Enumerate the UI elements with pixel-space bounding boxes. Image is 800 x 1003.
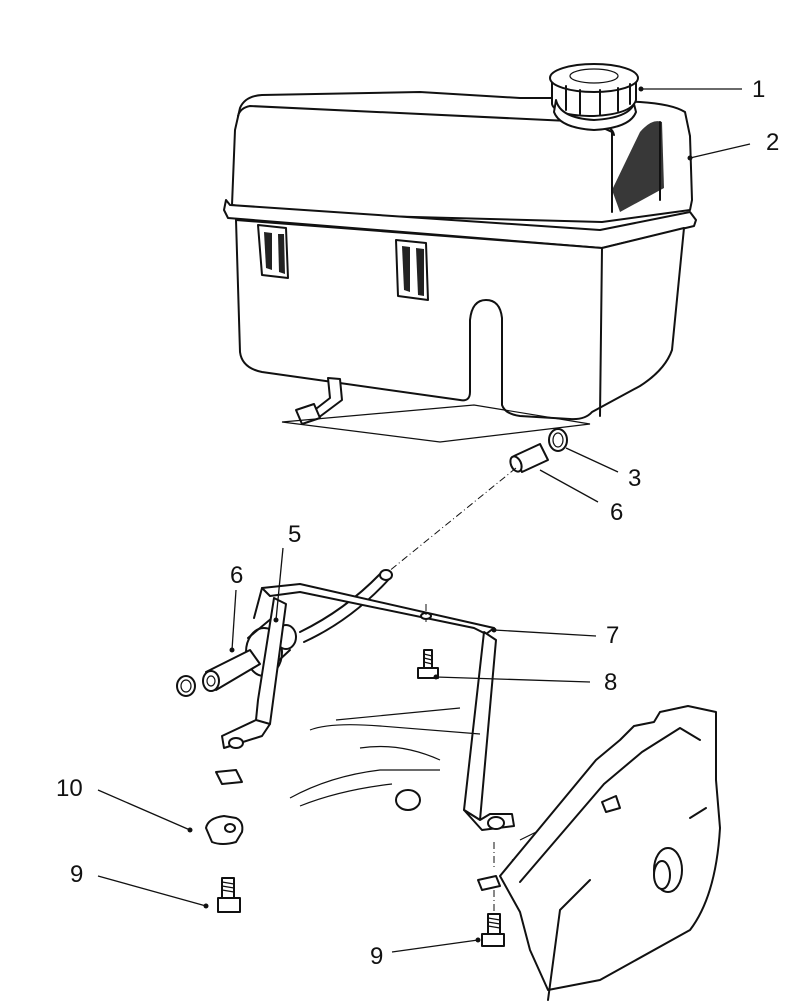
callout-6-upper: 6	[610, 499, 623, 526]
strap-slot-left	[257, 224, 289, 279]
hose-clamp-upper	[548, 428, 568, 452]
callout-10: 10	[56, 775, 83, 802]
callout-6-lower: 6	[230, 562, 243, 589]
tank-bracket	[221, 583, 515, 831]
callout-3: 3	[628, 465, 641, 492]
leader-lines	[97, 86, 751, 953]
bolt-9-left	[217, 877, 241, 913]
fuel-tank	[223, 91, 697, 443]
bolt-9-right	[477, 842, 505, 947]
mower-chassis	[289, 705, 721, 1001]
hose-upper	[509, 443, 549, 473]
callout-9-right: 9	[370, 943, 383, 970]
callout-1: 1	[752, 76, 765, 103]
fuel-cap	[549, 63, 639, 131]
fuel-line	[299, 569, 393, 643]
bolt-8	[417, 649, 439, 679]
strap-slot-right	[395, 239, 429, 301]
callout-9-left: 9	[70, 861, 83, 888]
callout-7: 7	[606, 622, 619, 649]
plate-nut-10	[205, 769, 244, 845]
callout-5: 5	[288, 521, 301, 548]
hose-lower	[202, 649, 261, 692]
hose-clamp-lower	[176, 675, 196, 697]
callout-2: 2	[766, 129, 779, 156]
callout-8: 8	[604, 669, 617, 696]
